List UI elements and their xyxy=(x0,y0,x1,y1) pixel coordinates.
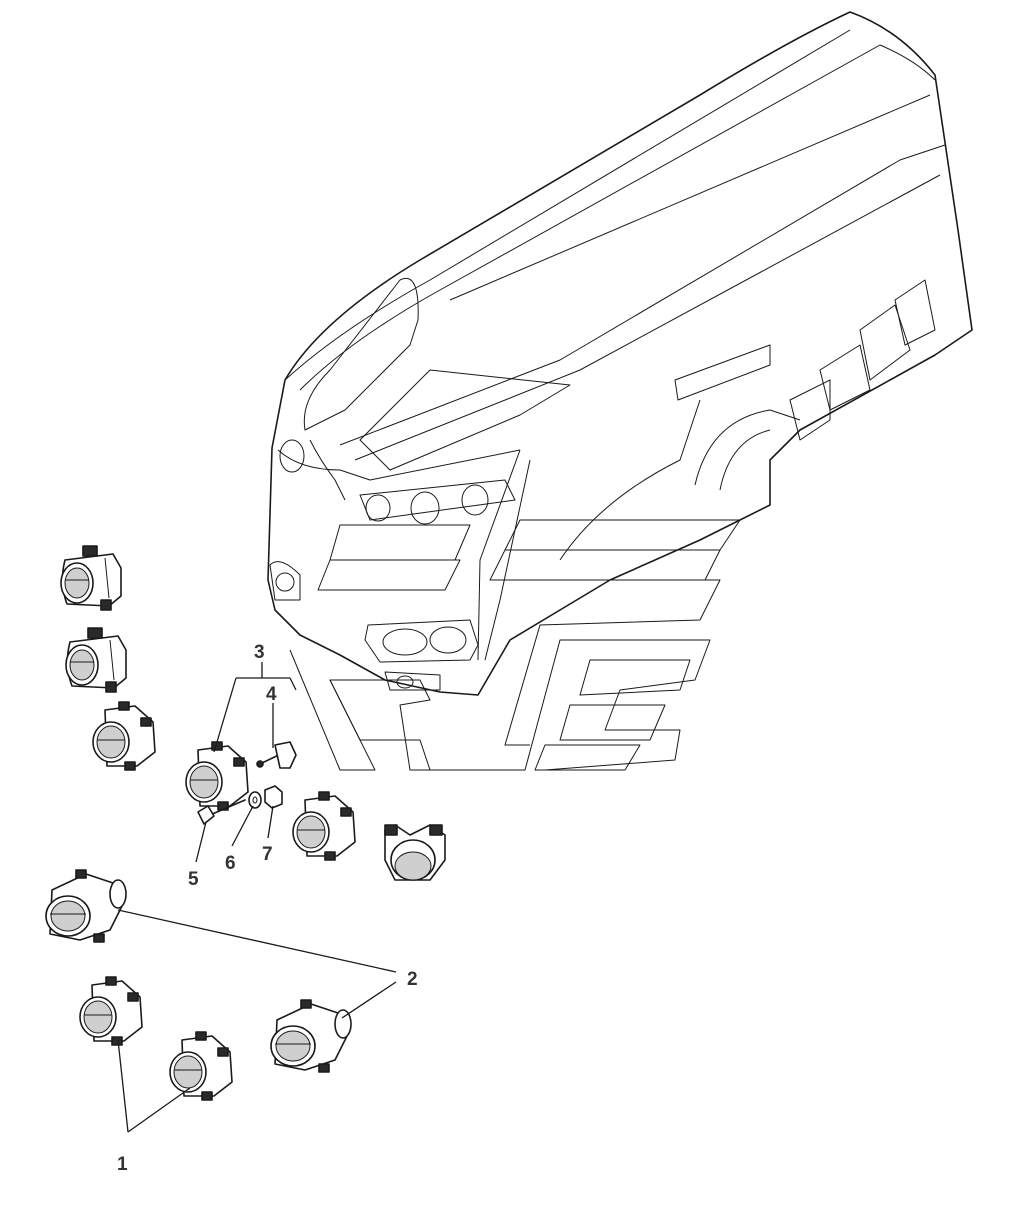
callout-1: 1 xyxy=(117,1154,128,1175)
lamp-unit xyxy=(292,791,356,861)
lamp-unit-1 xyxy=(169,1031,233,1101)
lamp-unit xyxy=(92,701,156,771)
washer-6 xyxy=(248,791,262,809)
lower-grille-lights xyxy=(269,561,479,691)
callout-7: 7 xyxy=(262,844,273,865)
callout-labels: 3 4 5 6 7 2 1 xyxy=(117,642,418,1175)
callout-4: 4 xyxy=(266,684,277,705)
callout-2: 2 xyxy=(407,969,418,990)
nut-7 xyxy=(264,785,283,809)
callout-6: 6 xyxy=(225,853,236,874)
upper-headlights xyxy=(279,439,516,525)
lamp-unit xyxy=(60,545,122,611)
lamp-unit-3 xyxy=(185,741,249,811)
side-vents xyxy=(789,279,936,441)
ghost-frame-outline xyxy=(289,519,741,771)
lamp-unit-1 xyxy=(79,976,143,1046)
screw-5 xyxy=(197,799,246,825)
lamp-unit-front-view xyxy=(384,824,446,881)
lamp-unit xyxy=(65,627,127,693)
callout-5: 5 xyxy=(188,869,199,890)
bolt-4 xyxy=(256,741,297,769)
lamp-unit-2 xyxy=(45,869,127,943)
tractor-hood xyxy=(267,11,973,696)
leader-lines xyxy=(117,662,397,1133)
callout-3: 3 xyxy=(254,642,265,663)
lamp-unit-2 xyxy=(270,999,352,1073)
